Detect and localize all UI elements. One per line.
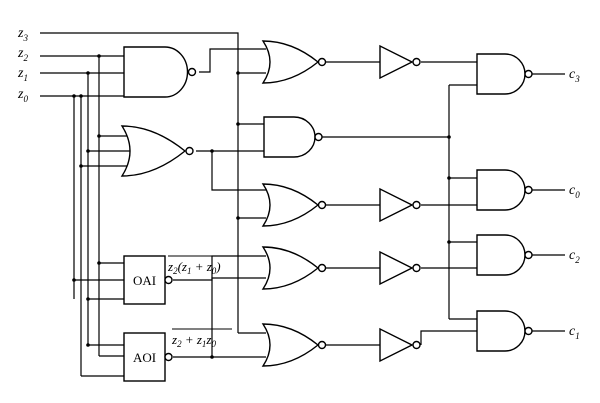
nor-gate-first-stage: [120, 125, 194, 177]
svg-text:z2(z1 + z0): z2(z1 + z0): [167, 259, 221, 276]
wires: [40, 32, 565, 377]
nor-gate-row-5: [261, 323, 327, 367]
aoi-block-label: AOI: [133, 350, 156, 365]
oai-block-label: OAI: [133, 273, 156, 288]
input-label-z2: z2: [17, 46, 28, 63]
input-label-z3: z3: [17, 26, 28, 43]
output-label-c3: c3: [569, 67, 580, 84]
inverter-row-4: [379, 250, 421, 286]
inverter-row-1: [379, 44, 421, 80]
input-labels: z3 z2 z1 z0: [17, 26, 28, 104]
output-nand-c3: [476, 53, 533, 95]
input-label-z1: z1: [17, 66, 28, 83]
aoi-expression: z2 + z1z0: [171, 328, 232, 349]
nor-gate-row-1: [261, 40, 327, 84]
output-nand-c1: [476, 310, 533, 352]
aoi-block: AOI: [123, 332, 173, 382]
svg-text:z2 + z1z0: z2 + z1z0: [171, 332, 216, 349]
output-nand-c2: [476, 234, 533, 276]
nand-gate-row-2: [263, 116, 323, 158]
nor-gate-row-3: [261, 183, 327, 227]
output-label-c0: c0: [569, 183, 580, 200]
oai-block: OAI: [123, 255, 173, 305]
output-label-c1: c1: [569, 324, 580, 341]
oai-expression: z2(z1 + z0): [167, 255, 236, 276]
nor-gate-row-4: [261, 246, 327, 290]
junctions: [72, 54, 451, 359]
output-label-c2: c2: [569, 248, 580, 265]
output-nand-c0: [476, 169, 533, 211]
inverter-row-3: [379, 187, 421, 223]
output-labels: c3 c0 c2 c1: [569, 67, 580, 341]
input-label-z0: z0: [17, 87, 28, 104]
inverter-row-5: [379, 327, 421, 363]
nand-gate-first-stage: [123, 46, 197, 98]
